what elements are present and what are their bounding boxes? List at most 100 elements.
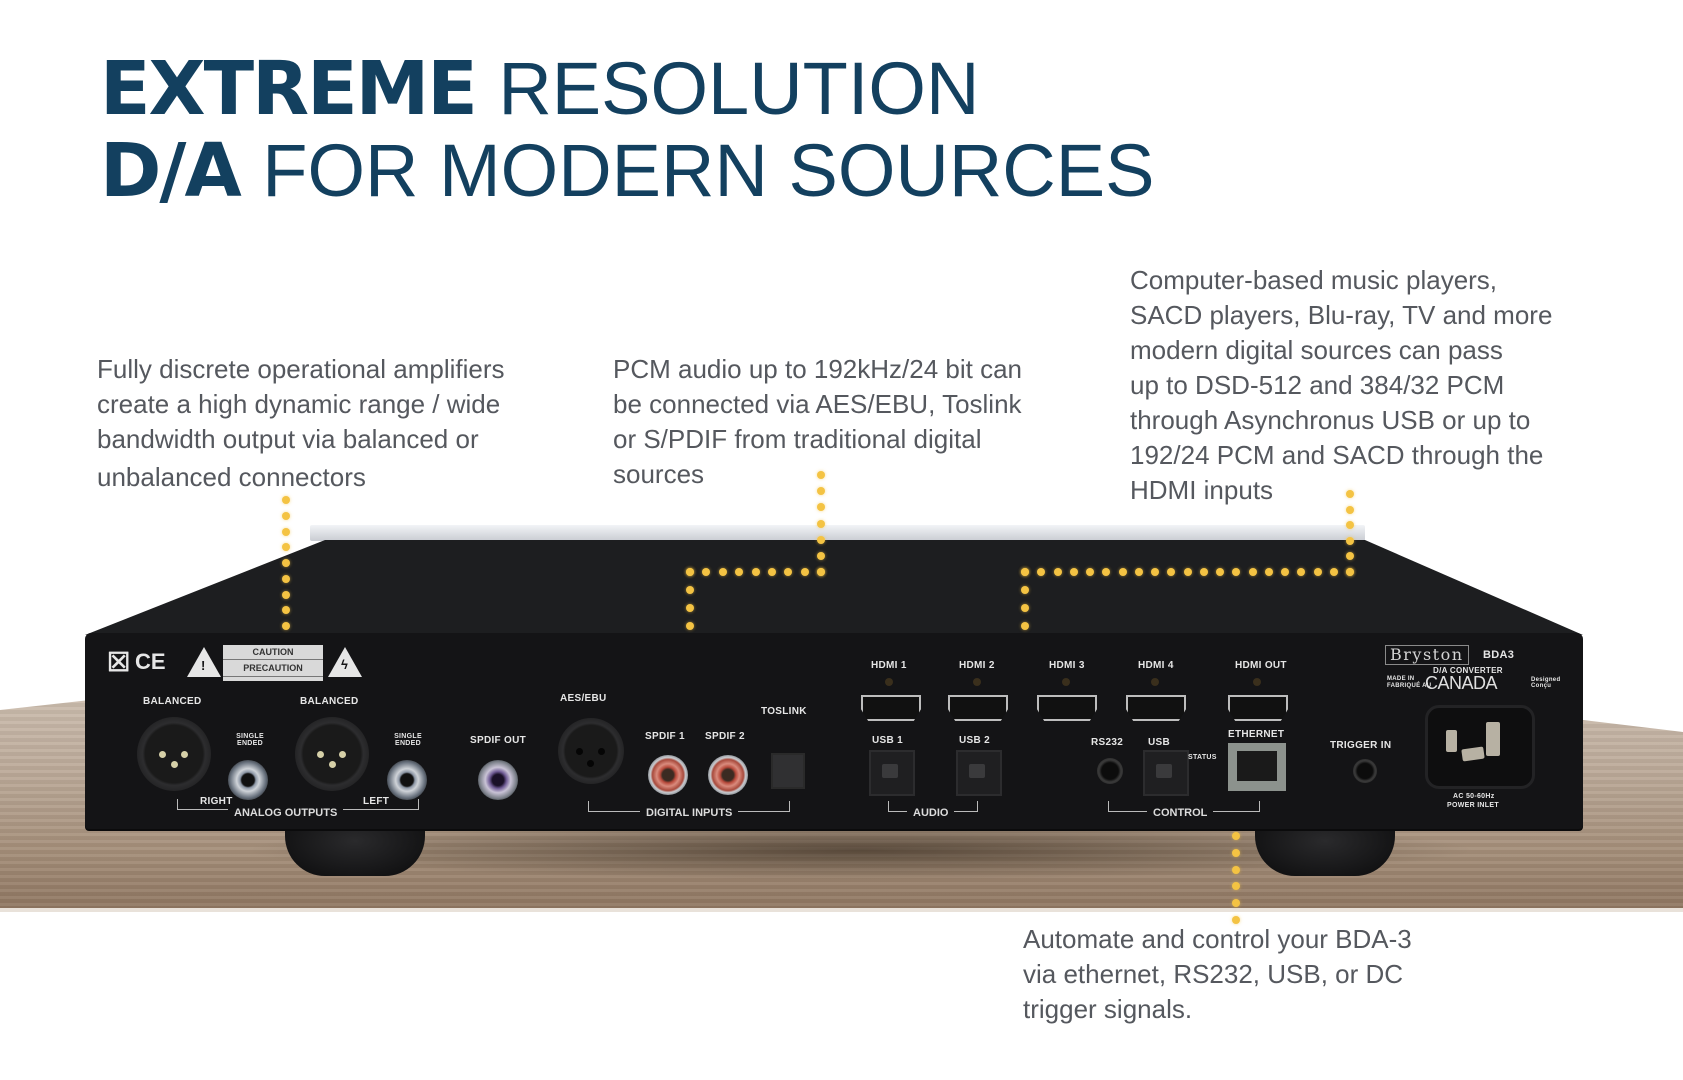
hdmi-output — [1228, 695, 1288, 721]
headline-bold-1: EXTREME — [100, 46, 478, 132]
caution-text: CAUTION — [223, 645, 323, 660]
hdmi-input-1 — [861, 695, 921, 721]
leader-hdmi-dot — [1134, 568, 1143, 576]
callout-line: unbalanced connectors — [97, 462, 366, 492]
leader-control-dot — [1232, 916, 1240, 924]
leader-hdmi-dot — [1021, 568, 1029, 576]
xlr-output-right — [137, 717, 211, 791]
device-foot-left — [285, 826, 425, 876]
leader-hdmi-dot — [1021, 586, 1029, 594]
leader-digital-dot — [718, 568, 727, 576]
leader-hdmi-dot — [1151, 568, 1159, 576]
warning-glyph: ! — [201, 658, 206, 673]
callout-line: bandwidth output via balanced or — [97, 424, 479, 454]
label-spdif-out: SPDIF OUT — [470, 735, 527, 746]
label-analog-outputs: ANALOG OUTPUTS — [228, 807, 344, 819]
callout-line: sources — [613, 459, 705, 489]
label-usb-2: USB 2 — [959, 735, 990, 746]
label-single-ended-right: SINGLE ENDED — [236, 733, 264, 747]
leader-hdmi-dot — [1329, 568, 1338, 576]
leader-analog-dot — [282, 574, 290, 583]
label-rs232: RS232 — [1091, 737, 1124, 748]
leader-control-dot — [1232, 848, 1240, 857]
brand-logo: Bryston — [1385, 645, 1469, 665]
leader-control-dot — [1232, 882, 1240, 891]
usb-control-port — [1143, 750, 1189, 796]
leader-digital-dot — [817, 503, 825, 512]
rca-input-spdif-1 — [648, 755, 688, 795]
xlr-input-aes-ebu — [558, 718, 624, 784]
leader-digital-dot — [784, 568, 793, 576]
fabrique-au-text: FABRIQUÉ AU — [1387, 683, 1432, 689]
label-usb-control: USB — [1148, 737, 1171, 748]
label-spdif-1: SPDIF 1 — [645, 731, 685, 742]
callout-line: or S/PDIF from traditional digital — [613, 424, 982, 454]
callout-line: HDMI inputs — [1130, 475, 1274, 505]
leader-digital-dot — [817, 519, 825, 528]
made-in-text: MADE IN — [1387, 676, 1415, 682]
trigger-in-jack — [1353, 759, 1377, 783]
electric-shock-icon: ϟ — [328, 647, 362, 677]
callout-line: trigger signals. — [1023, 994, 1193, 1024]
leader-analog-dot — [282, 496, 290, 504]
label-digital-inputs: DIGITAL INPUTS — [640, 807, 739, 819]
warning-icon: ! — [187, 647, 221, 677]
callout-line: Fully discrete operational amplifiers — [97, 354, 505, 384]
callout-analog: Fully discrete operational amplifiers cr… — [97, 352, 505, 495]
label-left: LEFT — [363, 796, 390, 807]
shock-glyph: ϟ — [341, 657, 348, 672]
made-in-label: MADE IN FABRIQUÉ AU — [1387, 676, 1431, 690]
label-control: CONTROL — [1147, 807, 1214, 819]
device-foot-right — [1255, 826, 1395, 876]
leader-hdmi-dot — [1199, 568, 1208, 576]
callout-line: create a high dynamic range / wide — [97, 389, 501, 419]
callout-line: Computer-based music players, — [1130, 265, 1498, 295]
country-of-origin: CANADA — [1425, 673, 1498, 693]
label-status: STATUS — [1188, 754, 1217, 761]
hdmi-2-led — [973, 678, 981, 686]
leader-hdmi-dot — [1232, 568, 1241, 576]
callout-line: modern digital sources can pass — [1130, 335, 1503, 365]
leader-analog-dot — [282, 622, 290, 630]
hdmi-1-led — [885, 678, 893, 686]
device-rear-panel: ☒ CE ! CAUTION PRECAUTION ϟ BALANCED BAL… — [85, 633, 1583, 829]
designed-label: Designed Conçu — [1531, 677, 1561, 689]
callout-line: Automate and control your BDA-3 — [1023, 924, 1412, 954]
headline-bold-2: D/A — [100, 128, 242, 214]
callout-line: up to DSD-512 and 384/32 PCM — [1130, 370, 1505, 400]
callout-line: be connected via AES/EBU, Toslink — [613, 389, 1022, 419]
rca-output-right — [228, 760, 268, 800]
ethernet-port — [1228, 743, 1286, 791]
label-trigger-in: TRIGGER IN — [1330, 740, 1392, 751]
leader-digital-dot — [817, 487, 825, 496]
headline: EXTREME RESOLUTION D/A FOR MODERN SOURCE… — [100, 46, 1154, 214]
leader-hdmi-dot — [1346, 490, 1354, 498]
rca-input-spdif-2 — [708, 755, 748, 795]
precaution-text: PRECAUTION — [223, 660, 323, 677]
table-edge — [0, 908, 1683, 912]
label-balanced-left: BALANCED — [300, 696, 359, 707]
hdmi-3-led — [1062, 678, 1070, 686]
leader-analog-dot — [282, 527, 290, 536]
leader-hdmi-dot — [1102, 568, 1111, 576]
leader-hdmi-dot — [1346, 521, 1354, 530]
usb-audio-1 — [869, 750, 915, 796]
hdmi-input-2 — [948, 695, 1008, 721]
hdmi-out-led — [1253, 678, 1261, 686]
iec-power-inlet — [1425, 705, 1535, 789]
caution-sticker: CAUTION PRECAUTION — [223, 645, 323, 681]
label-hdmi-3: HDMI 3 — [1049, 660, 1085, 671]
leader-analog-dot — [282, 590, 290, 599]
toslink-input — [771, 753, 805, 789]
leader-digital-dot — [817, 551, 825, 560]
hdmi-4-led — [1151, 678, 1159, 686]
leader-hdmi-dot — [1183, 568, 1192, 576]
leader-control-dot — [1232, 832, 1240, 840]
leader-control-dot — [1232, 899, 1240, 908]
ce-mark: CE — [135, 649, 166, 674]
leader-hdmi-dot — [1021, 604, 1029, 612]
model-name: BDA3 — [1483, 649, 1515, 661]
leader-hdmi-dot — [1313, 568, 1322, 576]
hdmi-input-4 — [1126, 695, 1186, 721]
leader-digital-dot — [686, 622, 694, 630]
